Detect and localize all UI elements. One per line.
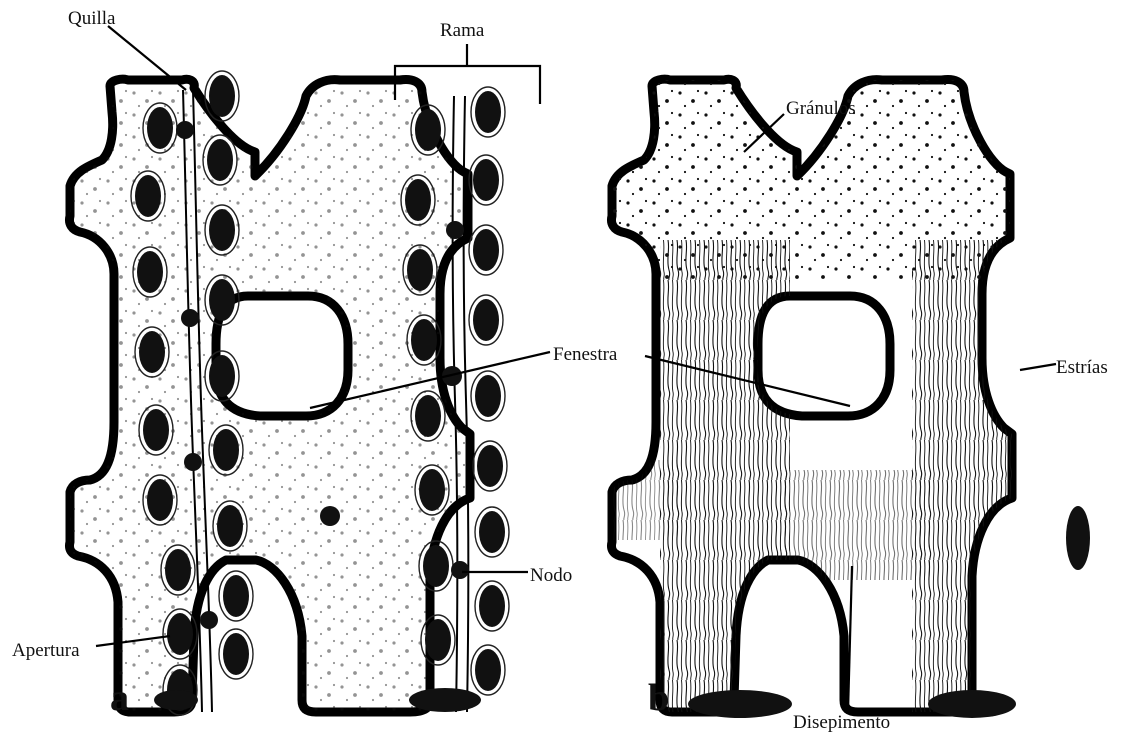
label-disepimento: Disepimento [793, 712, 890, 733]
panel-label-a: a [110, 677, 129, 719]
label-apertura: Apertura [12, 640, 80, 661]
label-nodo: Nodo [530, 565, 572, 586]
label-rama: Rama [440, 20, 485, 41]
panel-a-colony [69, 71, 509, 726]
label-granulos: Gránulos [786, 98, 856, 119]
label-estrias: Estrías [1056, 357, 1108, 378]
label-fenestra: Fenestra [553, 344, 618, 365]
label-quilla: Quilla [68, 8, 116, 29]
panel-label-b: b [648, 677, 669, 719]
